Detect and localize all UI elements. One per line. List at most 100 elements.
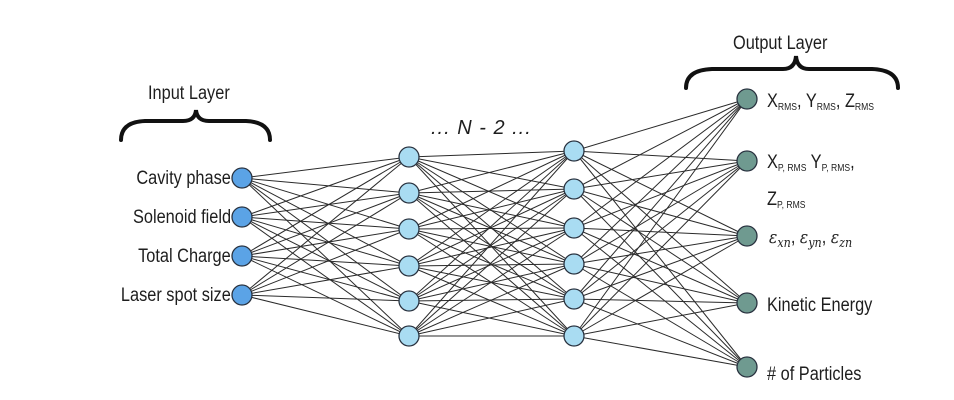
hidden-1-node-3 — [398, 255, 420, 277]
edge-hidden-2-5-to-output-0 — [573, 98, 748, 337]
edge-hidden-1-0-to-hidden-2-0 — [408, 150, 575, 158]
hidden-2-node-5 — [563, 325, 585, 347]
edge-hidden-1-1-to-hidden-2-0 — [408, 150, 575, 194]
edge-hidden-1-3-to-hidden-2-5 — [408, 265, 575, 337]
edge-input-1-to-hidden-1-2 — [241, 216, 410, 230]
edge-hidden-2-5-to-output-2 — [573, 235, 748, 337]
edge-hidden-2-3-to-output-1 — [573, 160, 748, 265]
edge-hidden-1-0-to-hidden-2-1 — [408, 156, 575, 190]
edge-input-1-to-hidden-1-4 — [241, 216, 410, 302]
input-layer-title: Input Layer — [148, 83, 230, 104]
edge-input-2-to-hidden-1-3 — [241, 255, 410, 267]
edge-hidden-1-3-to-hidden-2-2 — [408, 227, 575, 267]
edge-input-3-to-hidden-1-1 — [241, 192, 410, 296]
layer-braces — [119, 55, 900, 142]
edge-input-0-to-hidden-1-3 — [241, 177, 410, 267]
connections — [241, 98, 748, 368]
edge-hidden-2-2-to-output-2 — [573, 227, 748, 237]
output-label-particles: # of Particles — [767, 364, 862, 385]
neurons — [231, 88, 758, 378]
edge-hidden-1-3-to-hidden-2-0 — [408, 150, 575, 267]
input-layer-brace — [119, 109, 272, 142]
edge-input-0-to-hidden-1-5 — [241, 177, 410, 337]
output-node-0 — [736, 88, 758, 110]
edge-hidden-2-4-to-output-3 — [573, 298, 748, 304]
edge-hidden-2-1-to-output-1 — [573, 160, 748, 190]
edge-input-3-to-hidden-1-4 — [241, 294, 410, 302]
edge-hidden-2-5-to-output-4 — [573, 335, 748, 368]
output-node-4 — [736, 356, 758, 378]
edge-input-1-to-hidden-1-1 — [241, 192, 410, 218]
hidden-1-node-2 — [398, 218, 420, 240]
hidden-layers-label: ... N - 2 ... — [431, 117, 532, 139]
input-label-cavity-phase: Cavity phase — [136, 168, 231, 189]
edge-input-3-to-hidden-1-0 — [241, 156, 410, 296]
edge-hidden-1-4-to-hidden-2-5 — [408, 300, 575, 337]
input-label-laser-spot-size: Laser spot size — [121, 285, 231, 306]
edge-input-0-to-hidden-1-0 — [241, 156, 410, 179]
edge-hidden-1-4-to-hidden-2-2 — [408, 227, 575, 302]
edge-hidden-2-4-to-output-4 — [573, 298, 748, 368]
output-label-kinetic-energy: Kinetic Energy — [767, 295, 873, 316]
edge-hidden-1-5-to-hidden-2-4 — [408, 298, 575, 337]
edge-hidden-2-3-to-output-0 — [573, 98, 748, 265]
input-node-3 — [231, 284, 253, 306]
edge-hidden-2-2-to-output-3 — [573, 227, 748, 304]
edge-input-2-to-hidden-1-2 — [241, 228, 410, 257]
edge-input-2-to-hidden-1-4 — [241, 255, 410, 302]
input-node-2 — [231, 245, 253, 267]
output-layer-title: Output Layer — [733, 33, 828, 54]
edge-hidden-2-1-to-output-3 — [573, 188, 748, 304]
output-label-rms-momentum-xy: XP, RMS YP, RMS, — [767, 152, 855, 174]
edge-input-2-to-hidden-1-0 — [241, 156, 410, 257]
edge-hidden-1-5-to-hidden-2-3 — [408, 263, 575, 337]
edge-hidden-2-4-to-output-2 — [573, 235, 748, 300]
edge-hidden-1-1-to-hidden-2-2 — [408, 192, 575, 229]
edge-input-0-to-hidden-1-2 — [241, 177, 410, 230]
hidden-1-node-4 — [398, 290, 420, 312]
hidden-2-node-0 — [563, 140, 585, 162]
edge-hidden-2-0-to-output-1 — [573, 150, 748, 162]
edge-input-3-to-hidden-1-2 — [241, 228, 410, 296]
hidden-2-node-2 — [563, 217, 585, 239]
output-label-rms-position: XRMS, YRMS, ZRMS — [767, 91, 875, 113]
edge-hidden-2-0-to-output-2 — [573, 150, 748, 237]
input-node-0 — [231, 167, 253, 189]
edge-hidden-1-4-to-hidden-2-1 — [408, 188, 575, 302]
edge-hidden-2-2-to-output-4 — [573, 227, 748, 368]
edge-hidden-2-5-to-output-1 — [573, 160, 748, 337]
hidden-1-node-1 — [398, 182, 420, 204]
edge-input-1-to-hidden-1-3 — [241, 216, 410, 267]
edge-hidden-1-5-to-hidden-2-1 — [408, 188, 575, 337]
edge-hidden-1-1-to-hidden-2-1 — [408, 188, 575, 194]
edge-hidden-2-3-to-output-2 — [573, 235, 748, 265]
edge-input-3-to-hidden-1-5 — [241, 294, 410, 337]
hidden-1-node-0 — [398, 146, 420, 168]
edge-hidden-2-4-to-output-1 — [573, 160, 748, 300]
edge-input-1-to-hidden-1-0 — [241, 156, 410, 218]
edge-hidden-1-2-to-hidden-2-2 — [408, 227, 575, 230]
hidden-2-node-3 — [563, 253, 585, 275]
hidden-2-node-4 — [563, 288, 585, 310]
edge-hidden-1-0-to-hidden-2-2 — [408, 156, 575, 229]
edge-input-0-to-hidden-1-1 — [241, 177, 410, 194]
output-layer-brace — [684, 55, 900, 90]
edge-hidden-2-2-to-output-0 — [573, 98, 748, 229]
output-label-rms-momentum-z: ZP, RMS — [767, 189, 806, 211]
edge-input-2-to-hidden-1-1 — [241, 192, 410, 257]
hidden-1-node-5 — [398, 325, 420, 347]
hidden-2-node-1 — [563, 178, 585, 200]
edge-input-2-to-hidden-1-5 — [241, 255, 410, 337]
edge-hidden-2-1-to-output-4 — [573, 188, 748, 368]
input-node-1 — [231, 206, 253, 228]
output-node-2 — [736, 225, 758, 247]
edge-hidden-1-3-to-hidden-2-1 — [408, 188, 575, 267]
input-label-total-charge: Total Charge — [138, 246, 231, 267]
edge-hidden-2-2-to-output-1 — [573, 160, 748, 229]
output-node-1 — [736, 150, 758, 172]
output-node-3 — [736, 292, 758, 314]
edge-hidden-2-1-to-output-0 — [573, 98, 748, 190]
edge-hidden-1-5-to-hidden-2-0 — [408, 150, 575, 337]
